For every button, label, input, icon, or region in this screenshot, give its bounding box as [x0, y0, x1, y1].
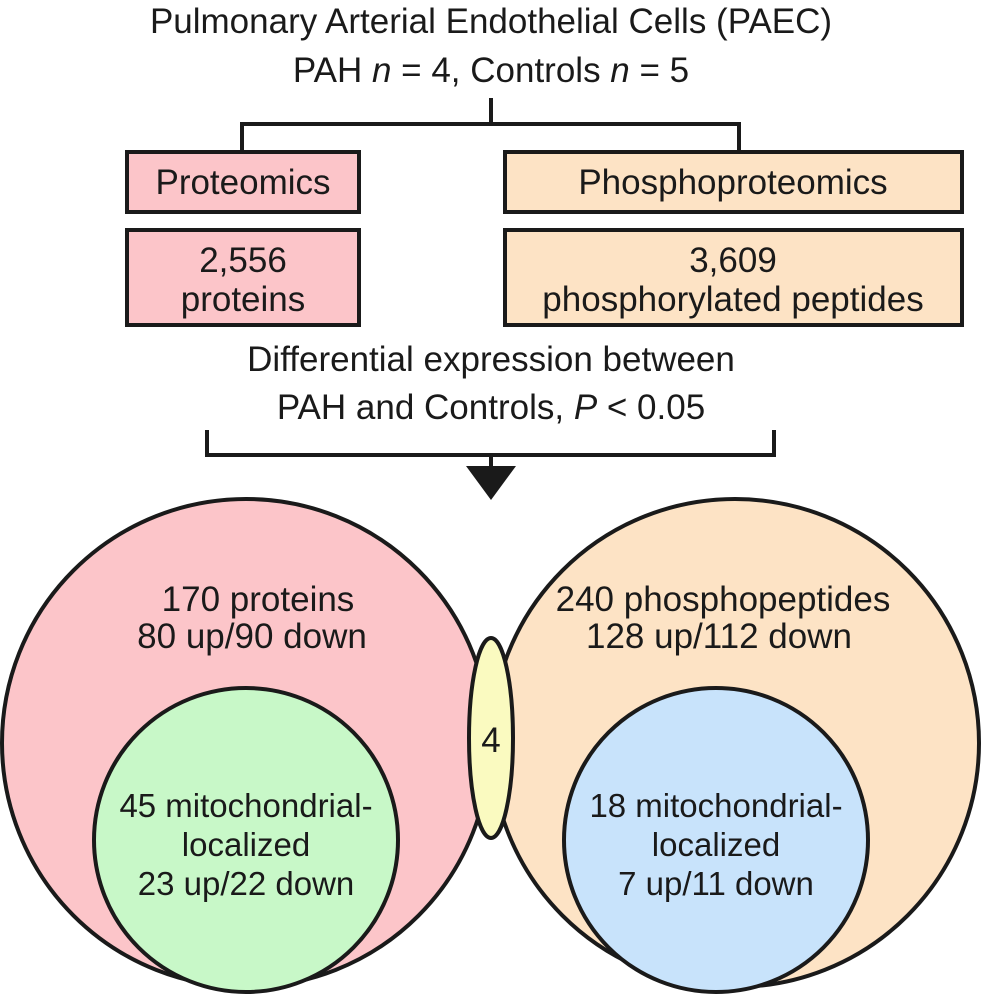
peptides-count: 3,609	[689, 241, 777, 280]
overlap-ellipse	[467, 636, 515, 840]
header-sample-sizes: PAH n = 4, Controls n = 5	[293, 51, 689, 90]
overlap-count: 4	[481, 721, 500, 760]
merge-bracket	[205, 430, 776, 466]
differential-prefix: PAH and Controls,	[277, 388, 574, 427]
differential-p-var: P	[574, 388, 598, 427]
right-mito-line-1: 18 mitochondrial-	[589, 787, 842, 824]
differential-line-2: PAH and Controls, P < 0.05	[277, 388, 705, 427]
header-sample-mid: = 4, Controls	[391, 51, 610, 90]
left-mito-line-3: 23 up/22 down	[138, 865, 355, 902]
phosphoproteomics-box	[503, 150, 964, 214]
header-sample-prefix: PAH	[293, 51, 372, 90]
down-arrow-icon	[466, 466, 516, 500]
differential-suffix: < 0.05	[597, 388, 705, 427]
right-mito-line-2: localized	[652, 826, 780, 863]
header-n-var-2: n	[610, 51, 629, 90]
header-title: Pulmonary Arterial Endothelial Cells (PA…	[150, 2, 832, 41]
left-mito-circle	[92, 686, 400, 994]
proteomics-label: Proteomics	[155, 163, 330, 202]
right-mito-circle	[562, 686, 870, 994]
proteins-count: 2,556	[199, 241, 287, 280]
proteins-count-box	[125, 228, 361, 327]
left-mito-line-2: localized	[182, 826, 310, 863]
left-venn-line-2: 80 up/90 down	[137, 617, 367, 656]
differential-line-1: Differential expression between	[247, 340, 735, 379]
split-bracket	[240, 98, 741, 152]
left-venn-line-1: 170 proteins	[162, 580, 355, 619]
proteins-unit: proteins	[181, 280, 306, 319]
peptides-unit: phosphorylated peptides	[542, 280, 923, 319]
header-n-var-1: n	[372, 51, 391, 90]
peptides-count-box	[503, 228, 964, 327]
proteomics-box	[125, 150, 361, 214]
header-sample-suffix: = 5	[630, 51, 689, 90]
right-venn-line-1: 240 phosphopeptides	[556, 580, 891, 619]
phosphoproteomics-label: Phosphoproteomics	[578, 163, 887, 202]
right-venn-line-2: 128 up/112 down	[586, 617, 852, 656]
left-mito-line-1: 45 mitochondrial-	[119, 787, 372, 824]
right-mito-line-3: 7 up/11 down	[618, 865, 814, 902]
